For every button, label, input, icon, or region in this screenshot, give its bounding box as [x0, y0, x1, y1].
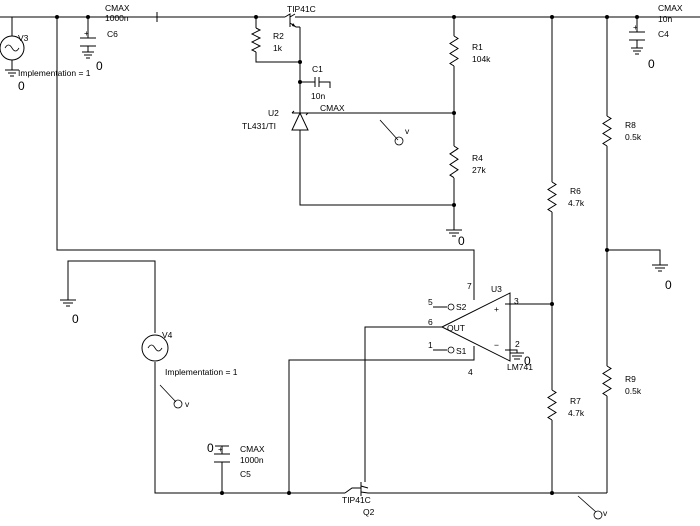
svg-text:V3: V3 [18, 33, 29, 43]
svg-text:+: + [633, 22, 638, 32]
svg-text:R8: R8 [625, 120, 636, 130]
svg-text:0: 0 [458, 234, 465, 248]
svg-text:104k: 104k [472, 54, 491, 64]
ground-c5: 0 [207, 441, 229, 455]
junctions [55, 15, 639, 495]
svg-text:1000n: 1000n [240, 455, 264, 465]
svg-text:4.7k: 4.7k [568, 408, 585, 418]
voltage-probe-bottom[interactable]: v [577, 495, 608, 520]
svg-text:TIP41C: TIP41C [342, 495, 371, 505]
r7-resistor[interactable]: R7 4.7k [547, 389, 585, 421]
svg-text:C6: C6 [107, 29, 118, 39]
wires [0, 12, 700, 494]
svg-text:C4: C4 [658, 29, 669, 39]
r8-resistor[interactable]: R8 0.5k [602, 115, 642, 147]
svg-text:+: + [494, 304, 499, 314]
svg-text:v: v [185, 399, 190, 409]
svg-text:R2: R2 [273, 31, 284, 41]
svg-text:V4: V4 [162, 330, 173, 340]
svg-text:U3: U3 [491, 284, 502, 294]
svg-text:S2: S2 [456, 302, 467, 312]
svg-text:+: + [218, 444, 223, 454]
svg-text:+: + [84, 28, 89, 38]
svg-text:U2: U2 [268, 108, 279, 118]
svg-text:OUT: OUT [447, 323, 465, 333]
r2-resistor[interactable]: R2 1k [250, 27, 284, 53]
svg-text:3: 3 [514, 296, 519, 306]
svg-text:v: v [603, 508, 608, 518]
svg-text:R6: R6 [570, 186, 581, 196]
r9-resistor[interactable]: R9 0.5k [602, 365, 642, 397]
voltage-probe-top[interactable]: v [379, 119, 410, 146]
svg-text:C5: C5 [240, 469, 251, 479]
svg-text:LM741: LM741 [507, 362, 533, 372]
ground-c6: 0 [82, 51, 103, 73]
c6-capacitor[interactable]: + CMAX 1000n C6 [80, 3, 130, 47]
ground-r4: 0 [446, 229, 465, 248]
v4-source[interactable]: V4 Implementation = 1 [141, 330, 238, 377]
svg-text:0.5k: 0.5k [625, 386, 642, 396]
r1-resistor[interactable]: R1 104k [449, 35, 491, 67]
svg-text:TIP41C: TIP41C [287, 4, 316, 14]
svg-text:4: 4 [468, 367, 473, 377]
ground-c4: 0 [631, 47, 655, 71]
svg-text:1000n: 1000n [105, 13, 129, 23]
svg-text:1k: 1k [273, 43, 283, 53]
svg-text:0: 0 [96, 59, 103, 73]
svg-text:CMAX: CMAX [105, 3, 130, 13]
svg-text:R7: R7 [570, 396, 581, 406]
r4-resistor[interactable]: R4 27k [449, 145, 486, 179]
svg-text:1: 1 [428, 340, 433, 350]
svg-text:CMAX: CMAX [658, 3, 683, 13]
svg-text:27k: 27k [472, 165, 486, 175]
svg-text:Implementation = 1: Implementation = 1 [165, 367, 238, 377]
ground-right: 0 [652, 264, 672, 292]
svg-text:4.7k: 4.7k [568, 198, 585, 208]
svg-text:0: 0 [72, 312, 79, 326]
svg-text:CMAX: CMAX [320, 103, 345, 113]
svg-text:R9: R9 [625, 374, 636, 384]
svg-text:2: 2 [515, 339, 520, 349]
svg-text:10n: 10n [658, 14, 672, 24]
svg-text:S1: S1 [456, 346, 467, 356]
v3-source[interactable]: V3 Implementation = 1 [0, 33, 91, 78]
c4-capacitor[interactable]: + CMAX 10n C4 [629, 3, 683, 41]
svg-text:0: 0 [665, 278, 672, 292]
r6-resistor[interactable]: R6 4.7k [547, 181, 585, 213]
svg-text:v: v [405, 126, 410, 136]
svg-text:5: 5 [428, 297, 433, 307]
svg-text:C1: C1 [312, 64, 323, 74]
svg-text:R1: R1 [472, 42, 483, 52]
svg-text:R4: R4 [472, 153, 483, 163]
svg-text:10n: 10n [311, 91, 325, 101]
svg-text:0: 0 [207, 441, 214, 455]
q-top-transistor[interactable]: TIP41C [284, 4, 318, 28]
svg-text:7: 7 [467, 281, 472, 291]
svg-text:0: 0 [18, 79, 25, 93]
svg-text:0: 0 [648, 57, 655, 71]
svg-text:−: − [494, 340, 499, 350]
q2-transistor[interactable]: TIP41C Q2 [342, 478, 385, 517]
u3-opamp[interactable]: U3 7 4 3 2 6 5 1 S2 S1 OUT LM741 + − [428, 281, 533, 377]
c5-capacitor[interactable]: + CMAX 1000n C5 [214, 444, 265, 479]
svg-text:Implementation = 1: Implementation = 1 [18, 68, 91, 78]
svg-text:CMAX: CMAX [240, 444, 265, 454]
svg-text:TL431/TI: TL431/TI [242, 121, 276, 131]
ground-v3: 0 [5, 69, 25, 93]
svg-text:6: 6 [428, 317, 433, 327]
c1-capacitor[interactable]: C1 10n CMAX [311, 64, 345, 113]
ground-u3: 0 [510, 352, 531, 368]
u2-zener[interactable]: U2 TL431/TI [242, 108, 309, 131]
svg-text:0: 0 [524, 354, 531, 368]
svg-text:0.5k: 0.5k [625, 132, 642, 142]
ground-left: 0 [60, 299, 79, 326]
voltage-probe-v4[interactable]: v [159, 384, 190, 409]
svg-text:Q2: Q2 [363, 507, 375, 517]
